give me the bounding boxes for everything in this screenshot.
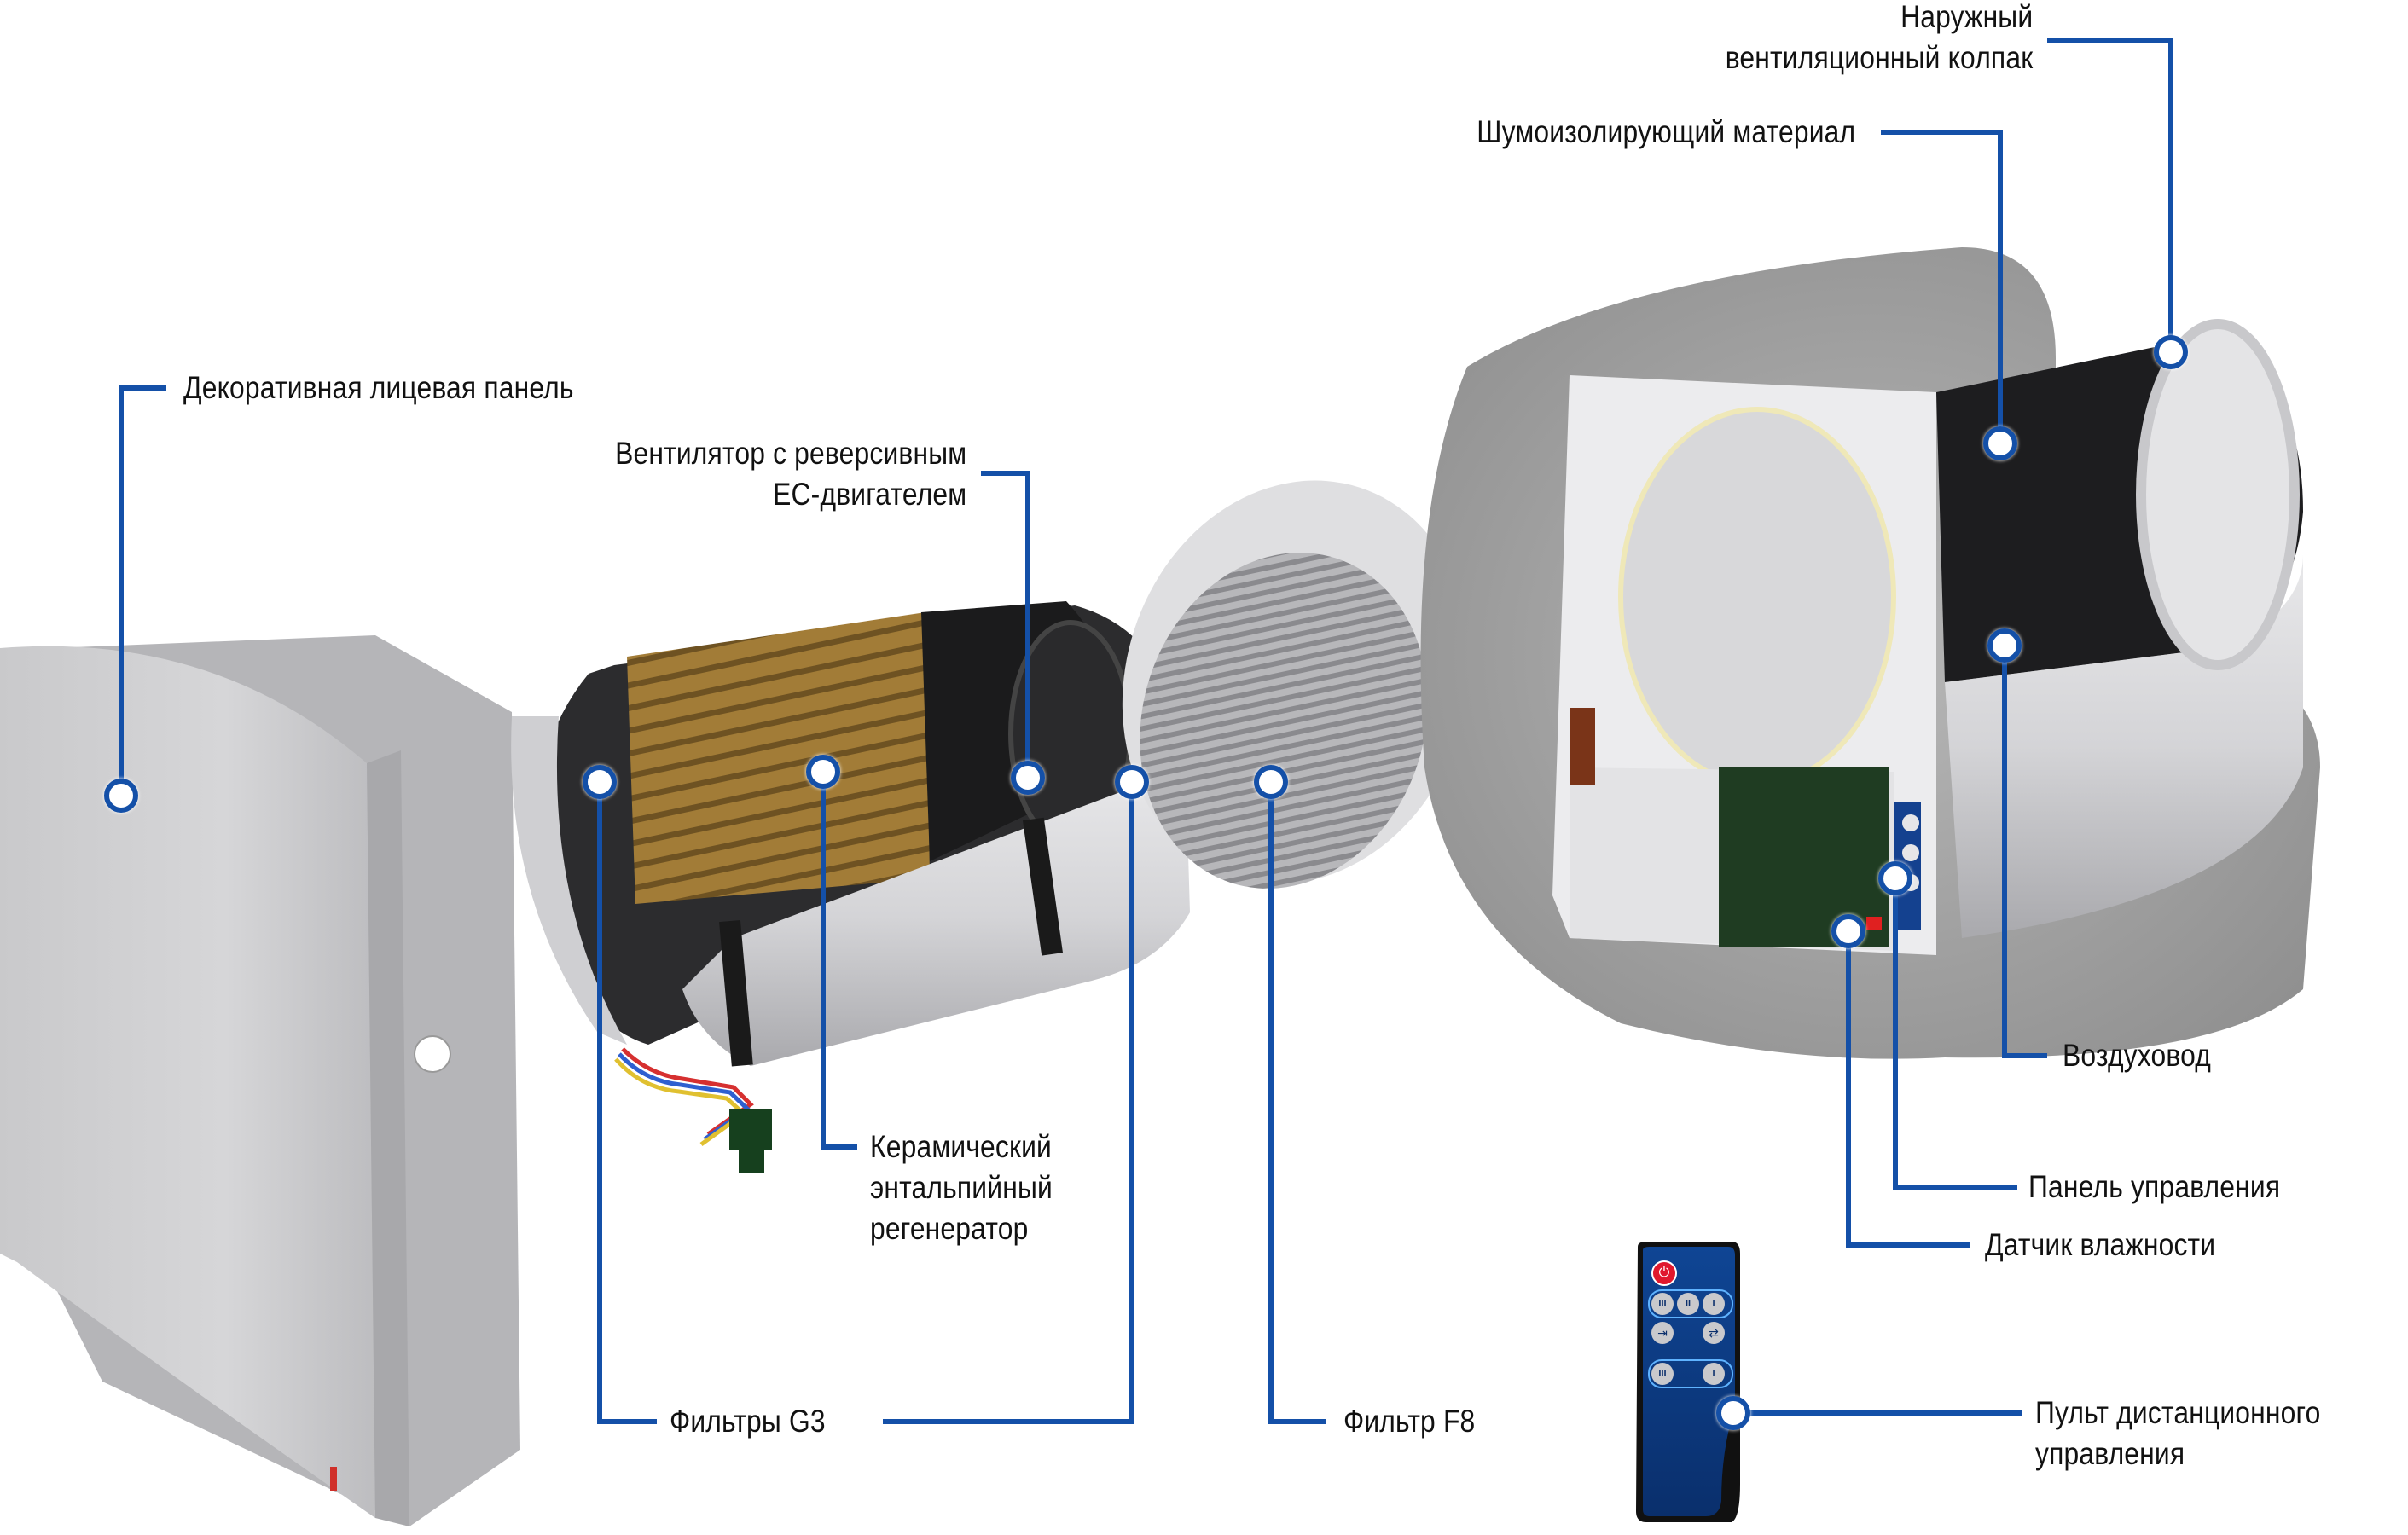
marker-humidity-sensor: [1831, 914, 1865, 948]
marker-front-panel: [104, 779, 138, 813]
marker-insulation: [1983, 426, 2017, 460]
label-regenerator: Керамический энтальпийный регенератор: [870, 1129, 1053, 1246]
label-filter-f8: Фильтр F8: [1343, 1404, 1476, 1439]
remote-night-mode-button[interactable]: III: [1651, 1363, 1674, 1385]
power-icon: ⏻: [1658, 1266, 1670, 1280]
remote-supply-mode-button[interactable]: ⇥: [1651, 1322, 1674, 1344]
regenerator-cassette-part: [511, 601, 1190, 1173]
wall-unit-part: [1420, 247, 2320, 1059]
marker-fan: [1011, 761, 1045, 795]
timer-icon: I: [1712, 1369, 1715, 1379]
remote-speed-3-button[interactable]: III: [1651, 1293, 1674, 1315]
marker-remote: [1716, 1396, 1750, 1430]
remote-power-button[interactable]: ⏻: [1651, 1260, 1677, 1286]
speed-3-icon: III: [1658, 1299, 1667, 1309]
connector-part: [729, 1109, 772, 1150]
marker-control-panel: [1878, 861, 1912, 895]
leader-control-panel: [1893, 892, 2017, 1190]
marker-regenerator: [806, 755, 840, 789]
marker-filter-f8: [1254, 765, 1288, 799]
indicator-led: [330, 1467, 337, 1491]
leader-fan: [981, 471, 1030, 764]
filter-f8-part: [1122, 480, 1471, 889]
regeneration-mode-icon: ⇄: [1709, 1326, 1719, 1340]
remote-speed-1-button[interactable]: I: [1703, 1293, 1725, 1315]
label-insulation: Шумоизолирующий материал: [1477, 114, 1855, 149]
label-humidity-sensor: Датчик влажности: [1985, 1227, 2216, 1262]
supply-mode-icon: ⇥: [1657, 1326, 1668, 1340]
remote-timer-button[interactable]: I: [1703, 1363, 1725, 1385]
leader-outer-hood: [2047, 38, 2173, 339]
leader-air-duct: [2002, 659, 2047, 1058]
remote-regeneration-mode-button[interactable]: ⇄: [1703, 1322, 1725, 1344]
label-control-panel: Панель управления: [2028, 1169, 2281, 1204]
leader-lines: [119, 38, 2173, 1424]
leader-insulation: [1881, 130, 2003, 430]
label-remote: Пульт дистанционного управления: [2035, 1395, 2321, 1471]
marker-air-duct: [1987, 628, 2022, 663]
marker-filter-g3-left: [583, 765, 617, 799]
night-mode-icon: III: [1658, 1369, 1667, 1379]
leader-filter-f8: [1268, 796, 1326, 1424]
marker-filter-g3-right: [1115, 765, 1149, 799]
leader-filters-g3-right: [883, 796, 1134, 1424]
label-filters-g3: Фильтры G3: [670, 1404, 826, 1439]
speed-2-icon: II: [1685, 1299, 1691, 1309]
leader-front-panel: [119, 385, 166, 782]
label-fan: Вентилятор с реверсивным EC-двигателем: [614, 436, 966, 512]
marker-outer-hood: [2154, 335, 2188, 369]
remote-mode-group: [1648, 1359, 1733, 1388]
leader-humidity-sensor: [1846, 945, 1970, 1248]
remote-control: ⏻ III II I ⇥ ⇄ III I: [1643, 1247, 1735, 1516]
pointer-markers: [104, 335, 2188, 1430]
front-panel-part: [0, 635, 520, 1526]
label-outer-hood: Наружный вентиляционный колпак: [1725, 0, 2033, 75]
label-front-panel: Декоративная лицевая панель: [183, 370, 574, 405]
remote-speed-group: [1648, 1289, 1733, 1318]
remote-speed-2-button[interactable]: II: [1677, 1293, 1699, 1315]
speed-1-icon: I: [1712, 1299, 1715, 1309]
leader-filters-g3-left: [597, 796, 657, 1424]
label-air-duct: Воздуховод: [2063, 1038, 2212, 1073]
leader-regenerator: [821, 785, 857, 1150]
